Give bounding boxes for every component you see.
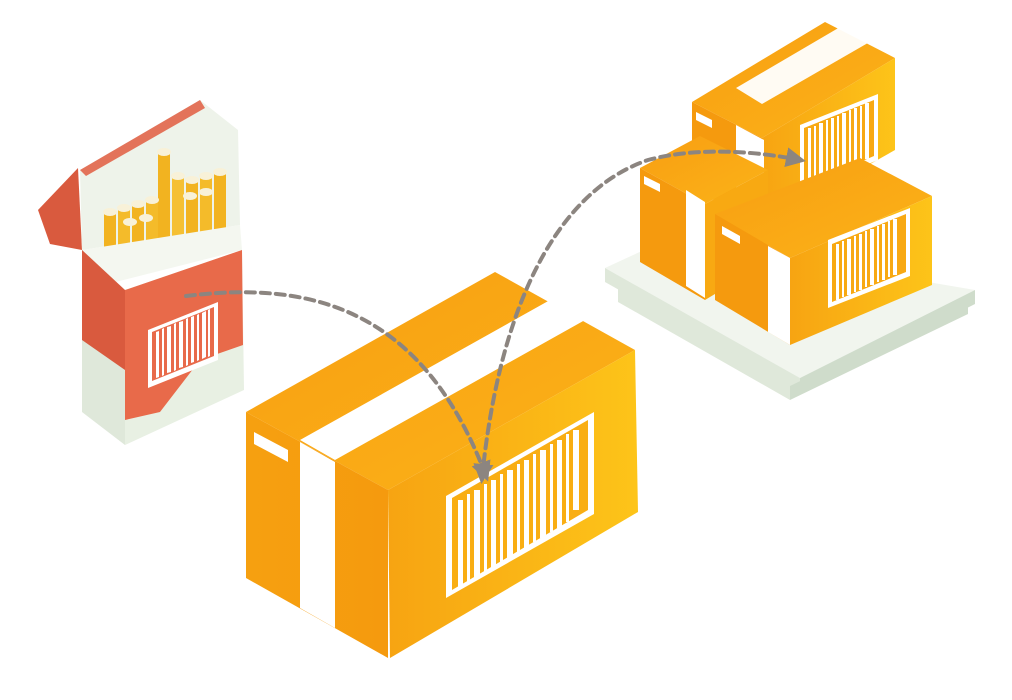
case-box-icon: [246, 272, 638, 658]
case-label: [254, 432, 288, 462]
cigarette-pack-icon: [38, 100, 244, 445]
case-tape-side: [300, 442, 335, 628]
connector-case-to-pallet: [473, 147, 806, 484]
pack-barcode-icon: [148, 302, 218, 388]
connectors: [184, 147, 806, 484]
connector-pack-to-case: [184, 290, 491, 482]
pallet-icon: [605, 20, 975, 400]
pack-lid-flap: [38, 168, 82, 250]
